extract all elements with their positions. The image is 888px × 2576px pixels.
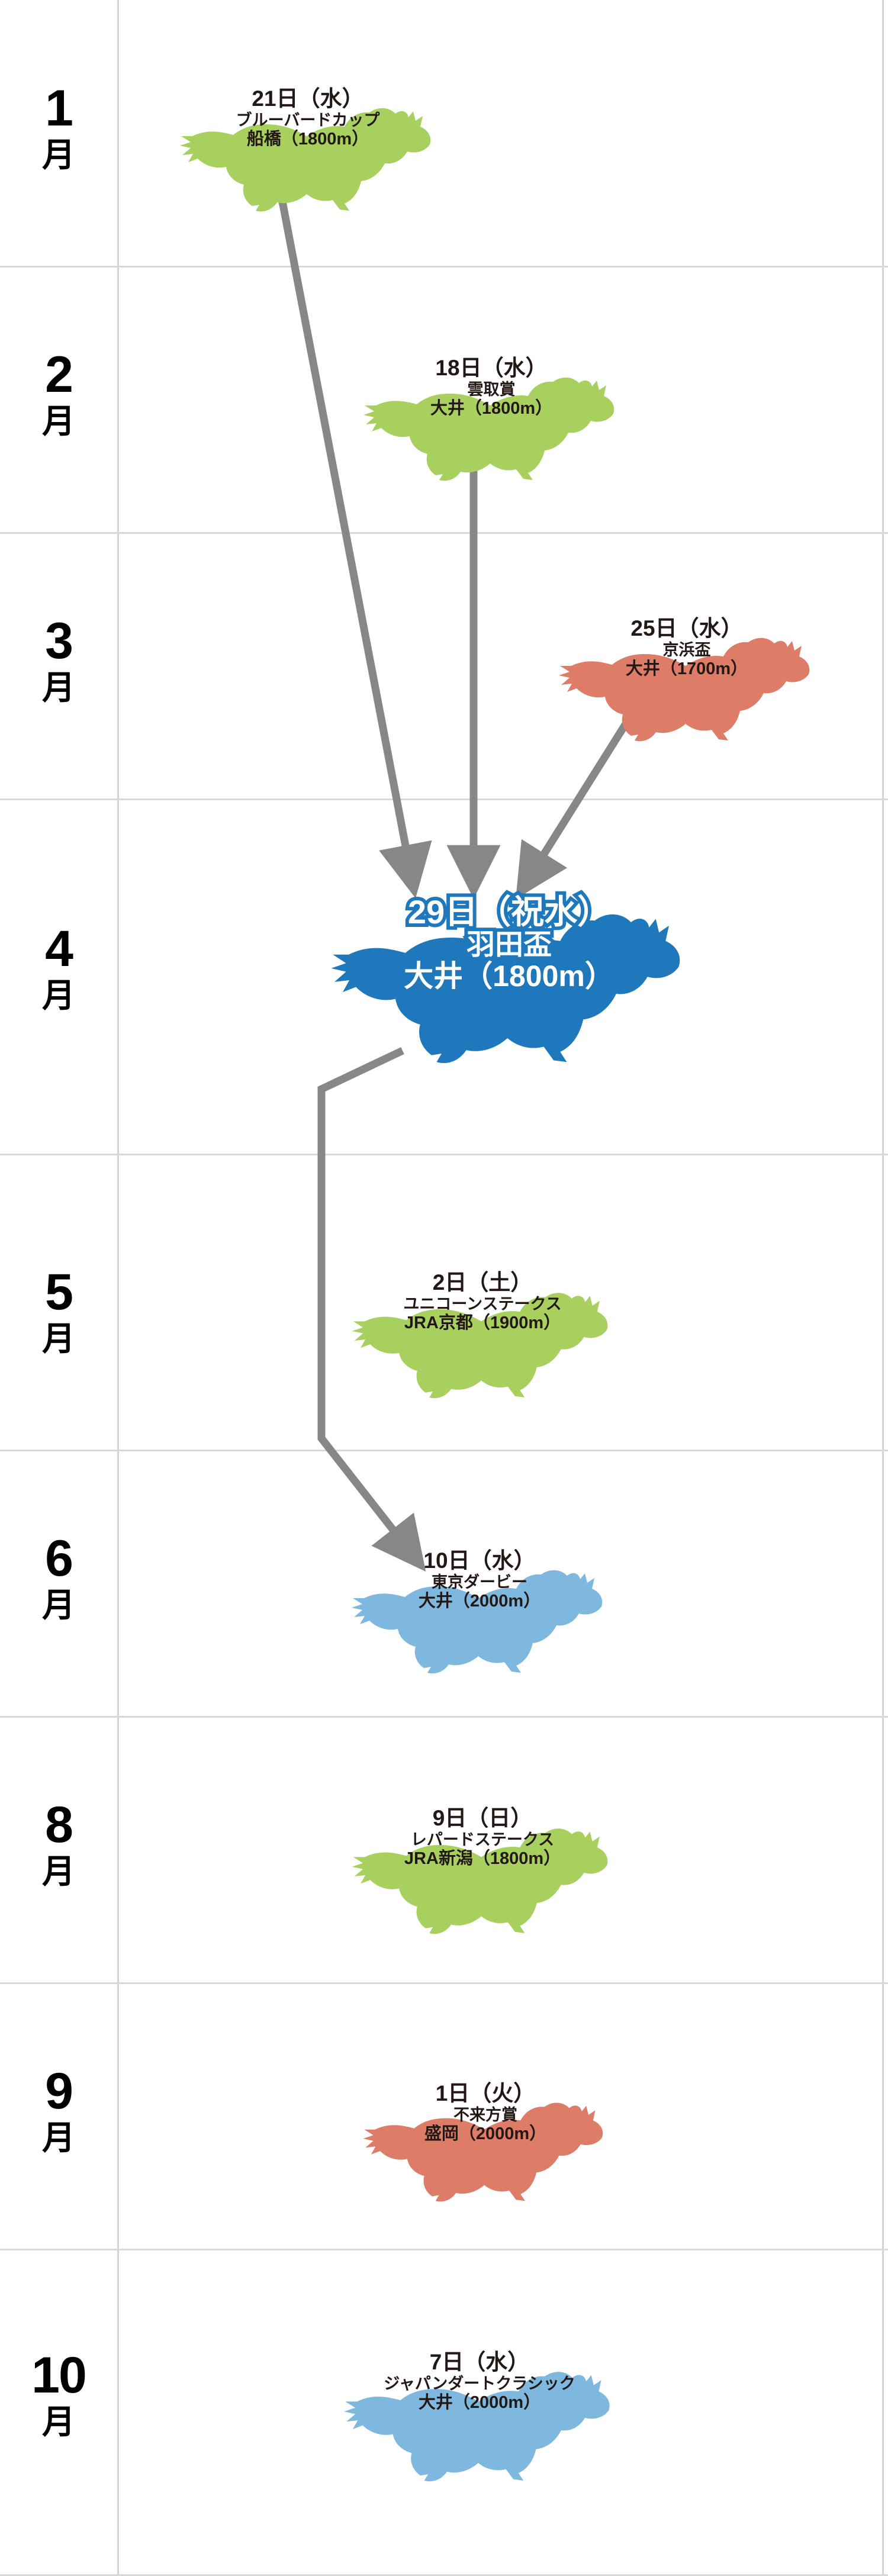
race-venue: 船橋（1800m） xyxy=(246,129,369,149)
arrow-jan-to-apr xyxy=(277,194,432,899)
grid-hline-9 xyxy=(0,2574,888,2576)
race-entry-april-hanedahai[interactable]: 29日（祝水） 羽田盃 大井（1800m） xyxy=(320,852,699,1064)
race-name: 京浜盃 xyxy=(662,641,711,659)
month-label-10: 10 月 xyxy=(0,2350,117,2439)
grid-hline-6 xyxy=(0,1716,888,1718)
race-venue: JRA新潟（1800m） xyxy=(404,1849,561,1868)
month-label-2: 2 月 xyxy=(0,349,117,438)
arrow-mar-to-apr xyxy=(516,714,634,899)
race-label-block: 2日（土） ユニコーンステークス JRA京都（1900m） xyxy=(337,1249,628,1332)
month-number: 8 xyxy=(45,1796,73,1853)
grid-hline-2 xyxy=(0,532,888,534)
grid-hline-7 xyxy=(0,1982,888,1984)
race-label-block: 18日（水） 雲取賞 大井（1800m） xyxy=(355,334,628,417)
race-date: 10日（水） xyxy=(423,1548,536,1573)
month-suffix: 月 xyxy=(42,977,75,1014)
month-suffix: 月 xyxy=(42,669,75,706)
race-venue: 大井（2000m） xyxy=(418,2393,541,2412)
race-date: 21日（水） xyxy=(252,86,364,111)
race-entry-august[interactable]: 9日（日） レパードステークス JRA新潟（1800m） xyxy=(337,1785,628,1934)
race-name: 羽田盃 xyxy=(463,927,555,963)
month-suffix: 月 xyxy=(42,136,75,173)
month-number: 10 xyxy=(31,2347,87,2404)
month-number: 9 xyxy=(45,2063,73,2120)
month-label-5: 5 月 xyxy=(0,1267,117,1355)
race-label-block: 1日（火） 不来方賞 盛岡（2000m） xyxy=(355,2060,616,2143)
month-number: 6 xyxy=(45,1530,73,1587)
month-number: 5 xyxy=(45,1264,73,1321)
month-number: 3 xyxy=(45,613,73,669)
race-label-block: 25日（水） 京浜盃 大井（1700m） xyxy=(551,595,823,678)
race-name: 雲取賞 xyxy=(467,381,516,399)
race-name: レパードステークス xyxy=(410,1831,555,1849)
race-date: 18日（水） xyxy=(435,356,548,380)
race-entry-june[interactable]: 10日（水） 東京ダービー 大井（2000m） xyxy=(343,1527,616,1674)
month-number: 2 xyxy=(45,346,73,403)
month-label-8: 8 月 xyxy=(0,1799,117,1888)
race-date: 25日（水） xyxy=(630,616,743,640)
race-venue: 大井（1800m） xyxy=(430,398,553,418)
month-suffix: 月 xyxy=(42,402,75,440)
race-venue: 大井（1800m） xyxy=(400,958,618,995)
race-entry-may[interactable]: 2日（土） ユニコーンステークス JRA京都（1900m） xyxy=(337,1249,628,1399)
month-suffix: 月 xyxy=(42,1320,75,1357)
month-label-4: 4 月 xyxy=(0,923,117,1012)
month-label-6: 6 月 xyxy=(0,1533,117,1622)
race-entry-march[interactable]: 25日（水） 京浜盃 大井（1700m） xyxy=(551,595,823,742)
grid-hline-5 xyxy=(0,1450,888,1451)
month-label-1: 1 月 xyxy=(0,83,117,172)
grid-hline-3 xyxy=(0,798,888,800)
race-date: 2日（土） xyxy=(432,1270,533,1295)
month-suffix: 月 xyxy=(42,1586,75,1624)
race-venue: 大井（2000m） xyxy=(418,1591,541,1611)
month-suffix: 月 xyxy=(42,1853,75,1890)
race-label-block: 21日（水） ブルーバードカップ 船橋（1800m） xyxy=(172,65,444,148)
race-entry-september[interactable]: 1日（火） 不来方賞 盛岡（2000m） xyxy=(355,2060,616,2202)
race-name: ジャパンダートクラシック xyxy=(384,2375,575,2393)
race-label-block: 29日（祝水） 羽田盃 大井（1800m） xyxy=(320,852,699,995)
grid-hline-1 xyxy=(0,266,888,268)
race-date: 7日（水） xyxy=(429,2350,530,2374)
month-suffix: 月 xyxy=(42,2403,75,2440)
month-number: 4 xyxy=(45,920,73,977)
race-name: 不来方賞 xyxy=(453,2106,517,2124)
race-date: 1日（火） xyxy=(435,2081,536,2105)
month-number: 1 xyxy=(45,80,73,137)
month-suffix: 月 xyxy=(42,2119,75,2156)
race-date: 29日（祝水） xyxy=(404,891,614,932)
race-entry-february[interactable]: 18日（水） 雲取賞 大井（1800m） xyxy=(355,334,628,481)
race-venue: 盛岡（2000m） xyxy=(424,2124,547,2143)
grid-vline-right xyxy=(882,0,884,2576)
race-date: 9日（日） xyxy=(432,1806,533,1830)
month-label-9: 9 月 xyxy=(0,2066,117,2155)
race-entry-january[interactable]: 21日（水） ブルーバードカップ 船橋（1800m） xyxy=(172,65,444,212)
race-venue: 大井（1700m） xyxy=(625,659,748,678)
race-name: ブルーバードカップ xyxy=(236,111,380,130)
grid-hline-4 xyxy=(0,1154,888,1155)
grid-hline-8 xyxy=(0,2249,888,2250)
race-entry-october[interactable]: 7日（水） ジャパンダートクラシック 大井（2000m） xyxy=(323,2326,636,2482)
race-label-block: 9日（日） レパードステークス JRA新潟（1800m） xyxy=(337,1785,628,1867)
month-label-3: 3 月 xyxy=(0,616,117,704)
race-venue: JRA京都（1900m） xyxy=(404,1313,561,1332)
race-label-block: 10日（水） 東京ダービー 大井（2000m） xyxy=(343,1527,616,1610)
grid-vline-month xyxy=(117,0,119,2576)
race-name: ユニコーンステークス xyxy=(403,1295,562,1313)
race-name: 東京ダービー xyxy=(432,1573,527,1592)
race-label-block: 7日（水） ジャパンダートクラシック 大井（2000m） xyxy=(323,2326,636,2411)
